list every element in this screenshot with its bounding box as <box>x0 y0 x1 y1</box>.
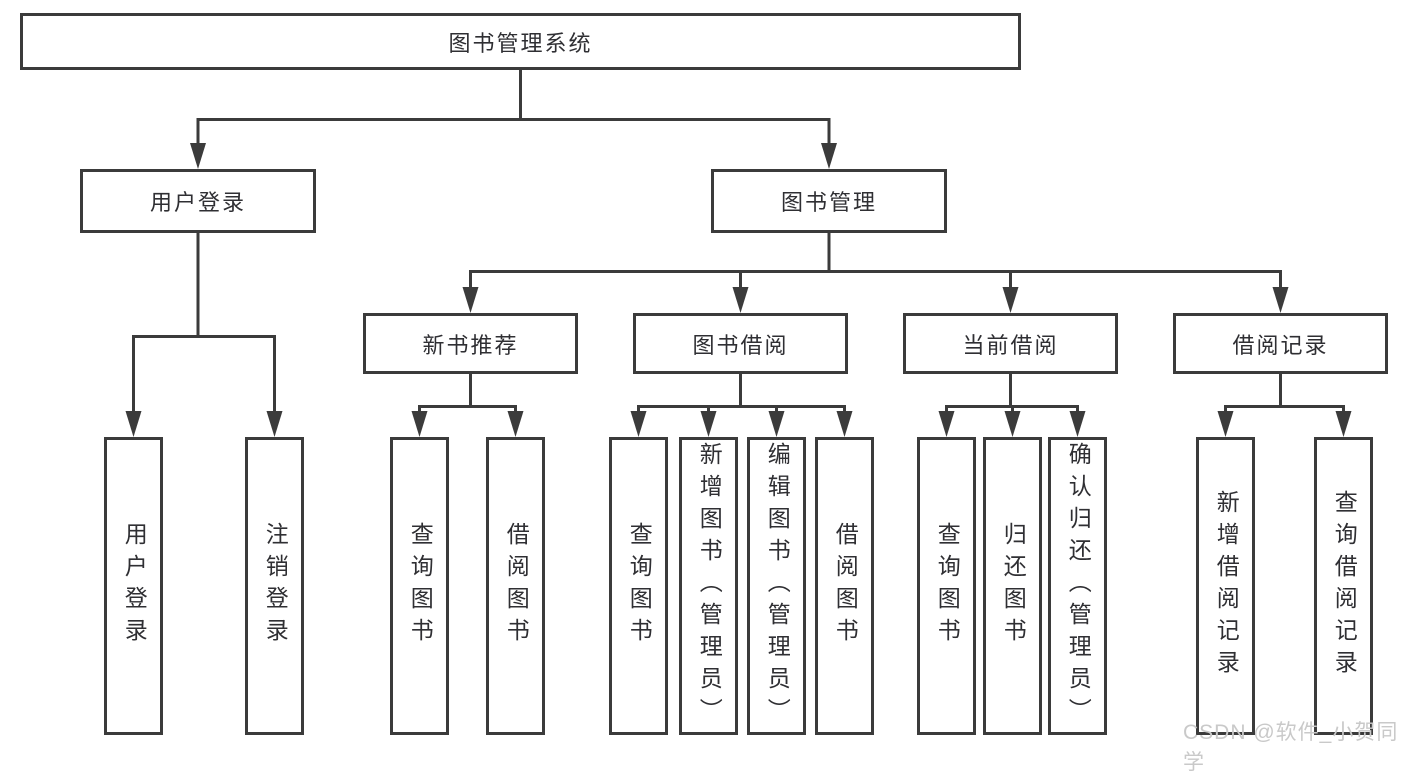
node-query-borrow-record: 查询借阅记录 <box>1314 437 1373 735</box>
node-confirm-return-admin: 确认归还（管理员） <box>1048 437 1107 735</box>
node-label: 用户登录 <box>121 522 148 650</box>
node-label: 用户登录 <box>149 190 246 215</box>
node-label: 确认归还（管理员） <box>1065 442 1092 730</box>
node-borrow-records: 借阅记录 <box>1173 313 1388 374</box>
node-book-borrow: 图书借阅 <box>633 313 848 374</box>
node-borrow-books-2: 借阅图书 <box>815 437 874 735</box>
node-label: 图书借阅 <box>692 332 789 358</box>
node-edit-books-admin: 编辑图书（管理员） <box>747 437 806 735</box>
node-label: 查询图书 <box>407 522 434 650</box>
node-add-borrow-record: 新增借阅记录 <box>1196 437 1255 735</box>
connector-lines <box>125 69 1352 437</box>
node-return-books: 归还图书 <box>983 437 1042 735</box>
node-label: 图书管理 <box>780 190 877 215</box>
node-label: 新增借阅记录 <box>1213 490 1240 682</box>
node-label: 归还图书 <box>1000 522 1027 650</box>
node-query-books-3: 查询图书 <box>917 437 976 735</box>
node-query-books-1: 查询图书 <box>390 437 449 735</box>
node-current-borrow: 当前借阅 <box>903 313 1118 374</box>
diagram-canvas: 图书管理系统 用户登录 图书管理 新书推荐 图书借阅 当前借阅 借阅记录 用户登… <box>20 13 1397 774</box>
node-label: 查询图书 <box>934 522 961 650</box>
node-label: 查询借阅记录 <box>1331 490 1358 682</box>
node-label: 图书管理系统 <box>448 30 593 56</box>
node-borrow-books-1: 借阅图书 <box>486 437 545 735</box>
csdn-watermark: CSDN @软件_小贺同学 <box>1183 721 1399 774</box>
node-logout-leaf: 注销登录 <box>245 437 304 735</box>
node-label: 新书推荐 <box>422 332 519 358</box>
node-label: 当前借阅 <box>962 332 1059 358</box>
node-book-management: 图书管理 <box>711 169 947 233</box>
node-label: 新增图书（管理员） <box>696 442 723 730</box>
node-label: 注销登录 <box>262 522 289 650</box>
node-user-login: 用户登录 <box>80 169 316 233</box>
arrowhead-down-icons <box>125 143 1352 437</box>
node-label: 借阅图书 <box>832 522 859 650</box>
node-new-book-recommend: 新书推荐 <box>363 313 578 374</box>
node-query-books-2: 查询图书 <box>609 437 668 735</box>
node-label: 编辑图书（管理员） <box>764 442 791 730</box>
node-label: 借阅记录 <box>1232 332 1329 358</box>
node-library-system: 图书管理系统 <box>20 13 1021 70</box>
node-label: 借阅图书 <box>503 522 530 650</box>
node-user-login-leaf: 用户登录 <box>104 437 163 735</box>
node-add-books-admin: 新增图书（管理员） <box>679 437 738 735</box>
node-label: 查询图书 <box>626 522 653 650</box>
